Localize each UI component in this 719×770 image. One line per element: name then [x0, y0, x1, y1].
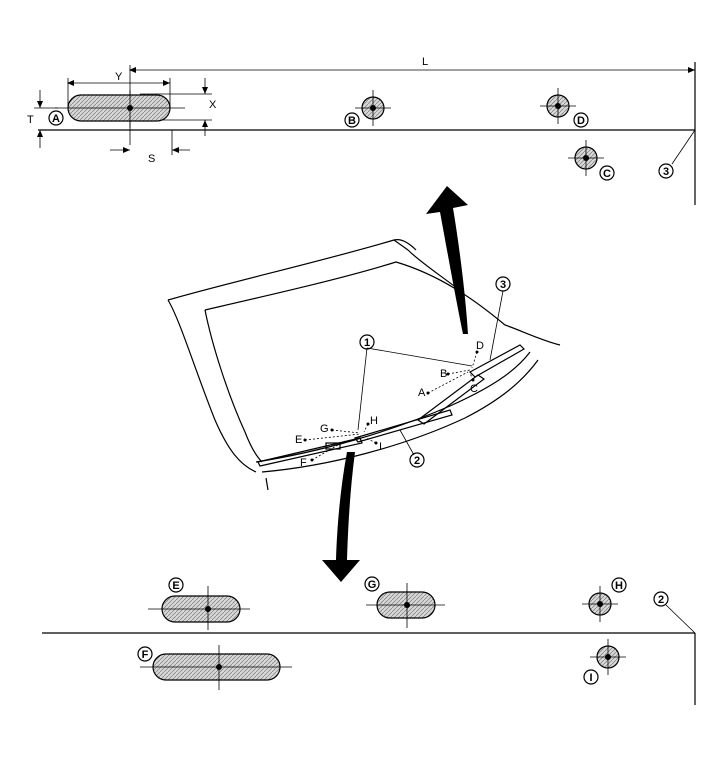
- svg-text:3: 3: [500, 279, 506, 291]
- leader-3-top: [671, 129, 696, 165]
- point-C-marker: [568, 140, 604, 176]
- svg-text:F: F: [142, 649, 149, 661]
- diagram-label-F: F: [300, 457, 307, 469]
- circle-label-D: D: [573, 112, 589, 128]
- arrow-to-top-detail: [426, 186, 468, 334]
- svg-text:H: H: [615, 580, 623, 592]
- dim-label-Y: Y: [115, 71, 123, 83]
- point-B-marker: [355, 90, 391, 126]
- point-E-slot: [148, 586, 250, 630]
- diagram-label-H: H: [370, 415, 378, 427]
- diagram-label-B: B: [440, 368, 447, 380]
- point-G-slot: [366, 583, 445, 628]
- svg-text:G: G: [368, 579, 377, 591]
- wiper-arm-passenger: [354, 409, 453, 443]
- point-H-marker: [582, 586, 618, 622]
- body-line-left: [265, 477, 269, 491]
- diagram-label-G: G: [320, 423, 329, 435]
- driver-side-detail: L Y X T S A: [27, 56, 696, 205]
- windshield-outer-top: [167, 239, 463, 301]
- svg-text:I: I: [589, 672, 592, 684]
- passenger-side-detail: 2 E G: [42, 576, 696, 705]
- dim-label-L: L: [422, 56, 428, 68]
- diagram-label-E: E: [295, 434, 302, 446]
- windshield-illustration: A B C D E F G H I 1: [167, 186, 561, 582]
- circle-label-B: B: [344, 112, 360, 128]
- svg-text:C: C: [603, 168, 611, 180]
- circle-label-I: I: [583, 669, 599, 685]
- diagram-label-D: D: [476, 340, 484, 352]
- cowl-top: [255, 351, 531, 463]
- arrow-to-bottom-detail: [322, 452, 360, 582]
- point-D-marker: [540, 88, 576, 124]
- dim-label-X: X: [209, 99, 217, 111]
- hood-line: [504, 324, 561, 346]
- svg-text:D: D: [577, 115, 585, 127]
- point-I-marker: [590, 639, 626, 675]
- leaders-driver: [426, 350, 479, 395]
- circle-label-H: H: [611, 577, 627, 593]
- svg-text:3: 3: [663, 166, 669, 178]
- svg-text:A: A: [52, 113, 60, 125]
- part-label-3-center: 3: [495, 276, 511, 292]
- svg-text:E: E: [172, 580, 179, 592]
- leader-1-passenger: [357, 347, 368, 431]
- point-A-slot: [55, 90, 185, 128]
- dim-label-S: S: [148, 153, 155, 165]
- svg-text:1: 1: [364, 337, 370, 349]
- diagram-label-A: A: [418, 387, 426, 399]
- circle-label-F: F: [137, 646, 153, 662]
- leader-3-center: [489, 290, 504, 361]
- circle-label-E: E: [168, 577, 184, 593]
- part-label-2-center: 2: [409, 452, 425, 468]
- svg-text:2: 2: [658, 594, 664, 606]
- roof-corner: [393, 239, 417, 251]
- circle-label-C: C: [599, 165, 615, 181]
- glass-inner-top: [204, 261, 506, 326]
- part-label-1: 1: [359, 334, 375, 350]
- a-pillar-left: [167, 299, 257, 473]
- wiper-blade-driver: [416, 374, 486, 425]
- part-label-2-bottom: 2: [653, 591, 669, 607]
- glass-inner-left: [204, 309, 263, 463]
- wiper-arm-driver: [469, 344, 525, 378]
- diagram-label-C: C: [470, 383, 478, 395]
- diagram-label-I: I: [379, 441, 382, 453]
- circle-label-A: A: [48, 110, 64, 126]
- leader-2-bottom: [665, 604, 696, 634]
- point-F-slot: [140, 645, 292, 690]
- svg-text:B: B: [348, 115, 356, 127]
- leaders-passenger: [303, 422, 378, 462]
- cowl-bottom: [261, 359, 539, 473]
- leader-2-center: [399, 429, 415, 456]
- svg-text:2: 2: [414, 455, 420, 467]
- nozzle-body: [325, 442, 341, 450]
- dim-label-T: T: [27, 114, 34, 126]
- leader-1-driver: [366, 347, 473, 367]
- circle-label-G: G: [364, 576, 380, 592]
- part-label-3-top: 3: [658, 163, 674, 179]
